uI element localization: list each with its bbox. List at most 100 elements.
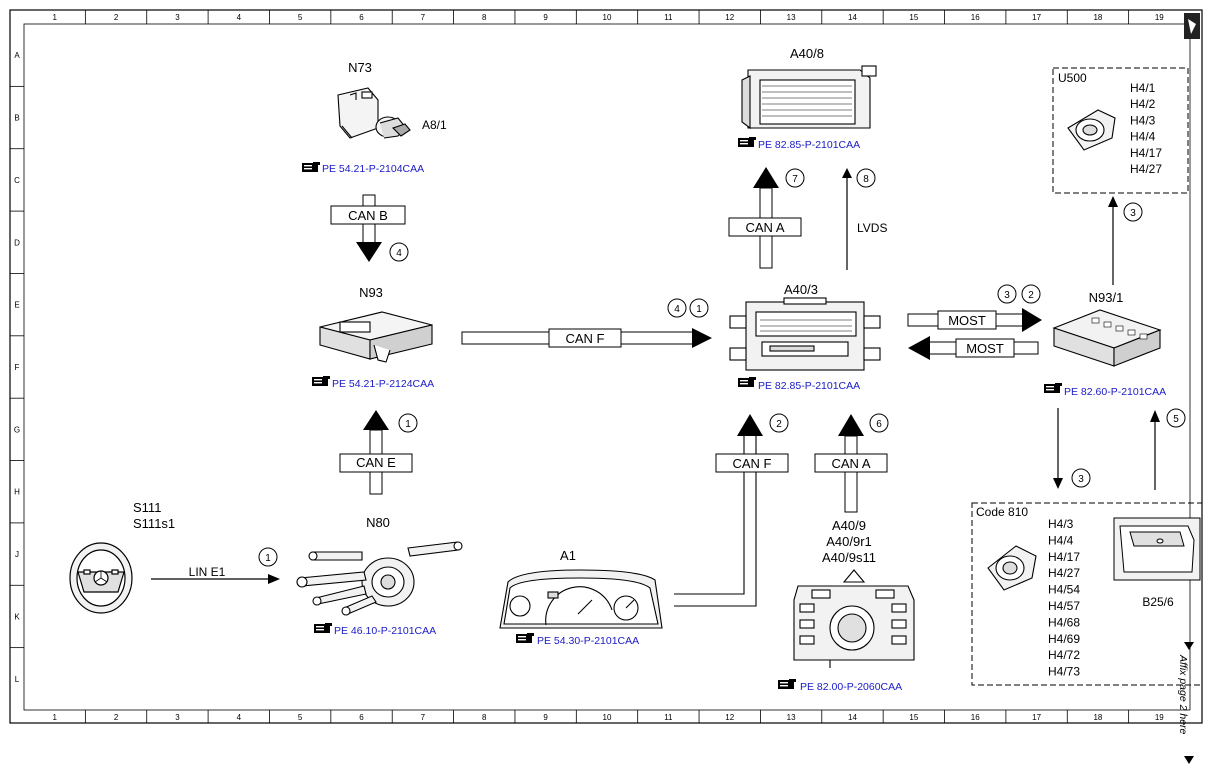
marker-u500: 3 [1123,202,1143,222]
grid-col-label-top: 12 [725,13,734,22]
marker-can-f-b: 1 [689,298,709,318]
grid-row-label: B [14,114,19,123]
code810-label: Code 810 [976,505,1028,519]
grid-col-label-top: 14 [848,13,857,22]
n73-reference-text: PE 54.21-P-2104CAA [322,163,424,175]
n73-reference: PE 54.21-P-2104CAA [302,162,424,175]
a40-3-label: A40/3 [784,282,818,297]
code810-item: H4/72 [1048,648,1080,662]
a40-9-control-panel-image [793,569,915,668]
grid-col-label-bottom: 18 [1093,713,1102,722]
marker-can-b: 4 [389,242,409,262]
marker-code810: 3 [1071,468,1091,488]
grid-col-label-top: 16 [971,13,980,22]
a1-instrument-cluster-image [499,569,663,629]
grid-col-label-bottom: 13 [787,713,796,722]
svg-text:3: 3 [1078,474,1084,485]
can-b-arrow: CAN B [330,194,406,262]
marker-can-f-a: 4 [667,298,687,318]
a40-9-reference-text: PE 82.00-P-2060CAA [800,681,902,693]
a40-9r1-label: A40/9r1 [826,534,872,549]
lvds-arrow: LVDS [842,168,887,270]
b25-6-label: B25/6 [1142,595,1174,609]
s111-steering-wheel-image [69,542,133,614]
grid-row-label: F [15,363,20,372]
svg-text:1: 1 [265,553,271,564]
b25-6-feed-arrow [1150,410,1160,490]
grid-row-label: C [14,176,20,185]
lin-e1-arrow: LIN E1 [151,565,280,584]
u500-speaker-image [1067,109,1116,151]
grid-row-label: E [14,301,19,310]
marker-a409: 6 [869,413,889,433]
marker-can-a-up: 7 [785,168,805,188]
grid-row-label: K [14,612,20,621]
grid-col-label-top: 5 [298,13,303,22]
lvds-label: LVDS [857,221,887,235]
u500-item: H4/4 [1130,130,1156,144]
a40-9s11-label: A40/9s11 [822,550,876,565]
grid-col-label-bottom: 1 [52,713,57,722]
most-in-arrow: MOST [908,336,1039,360]
a1-reference-text: PE 54.30-P-2101CAA [537,635,639,647]
grid-col-label-top: 13 [787,13,796,22]
a40-8-reference: PE 82.85-P-2101CAA [738,137,860,151]
grid-col-label-bottom: 15 [909,713,918,722]
marker-can-e: 1 [398,413,418,433]
grid-row-label: D [14,238,20,247]
n73-ignition-lock-image [337,87,411,139]
grid-col-label-top: 7 [421,13,426,22]
can-f-main-arrow: CAN F [461,328,712,348]
grid-col-label-top: 15 [909,13,918,22]
s111-label: S111 [133,500,161,515]
n93-reference: PE 54.21-P-2124CAA [312,376,434,390]
code810-item: H4/3 [1048,517,1074,531]
marker-a1: 2 [769,413,789,433]
n93-module-image [319,311,433,363]
most-out-arrow: MOST [907,308,1042,332]
s111s1-label: S111s1 [133,516,175,531]
grid-row-label: H [14,488,20,497]
can-a-a409-label: CAN A [831,456,870,471]
grid-row-label: J [15,550,19,559]
grid-row-label: A [14,51,20,60]
can-e-label: CAN E [356,455,396,470]
code810-item: H4/69 [1048,632,1080,646]
svg-text:5: 5 [1173,414,1179,425]
a40-8-label: A40/8 [790,46,824,61]
grid-col-label-top: 9 [543,13,548,22]
svg-text:1: 1 [405,419,411,430]
grid-col-label-bottom: 17 [1032,713,1041,722]
grid-row-label: L [15,675,20,684]
can-a-up-arrow: CAN A [728,167,802,269]
grid-col-label-bottom: 9 [543,713,548,722]
n93-label: N93 [359,285,383,300]
marker-most-a: 3 [997,284,1017,304]
grid-col-label-top: 19 [1155,13,1164,22]
grid-col-label-top: 2 [114,13,119,22]
n80-reference-text: PE 46.10-P-2101CAA [334,625,436,637]
u500-item: H4/27 [1130,162,1162,176]
a1-reference: PE 54.30-P-2101CAA [516,633,639,647]
can-e-arrow: CAN E [339,410,413,495]
svg-text:3: 3 [1004,290,1010,301]
a40-3-comand-unit-image [729,297,881,371]
u500-item: H4/2 [1130,97,1156,111]
grid-col-label-top: 8 [482,13,487,22]
a40-9-label: A40/9 [832,518,866,533]
grid-col-label-bottom: 6 [359,713,364,722]
code810-item: H4/4 [1048,533,1074,547]
marker-b25-6: 5 [1166,408,1186,428]
grid-col-label-bottom: 11 [664,713,673,722]
n73-label: N73 [348,60,372,75]
can-f-a1-label: CAN F [733,456,772,471]
grid-col-label-bottom: 8 [482,713,487,722]
u500-item: H4/17 [1130,146,1162,160]
svg-text:6: 6 [876,419,882,430]
most-out-label: MOST [948,313,986,328]
grid-col-label-top: 4 [237,13,242,22]
margin-note-text: Affix page 2 here [1177,654,1189,735]
margin-note: Affix page 2 here [1177,642,1194,764]
n93-1-reference-text: PE 82.60-P-2101CAA [1064,386,1166,398]
